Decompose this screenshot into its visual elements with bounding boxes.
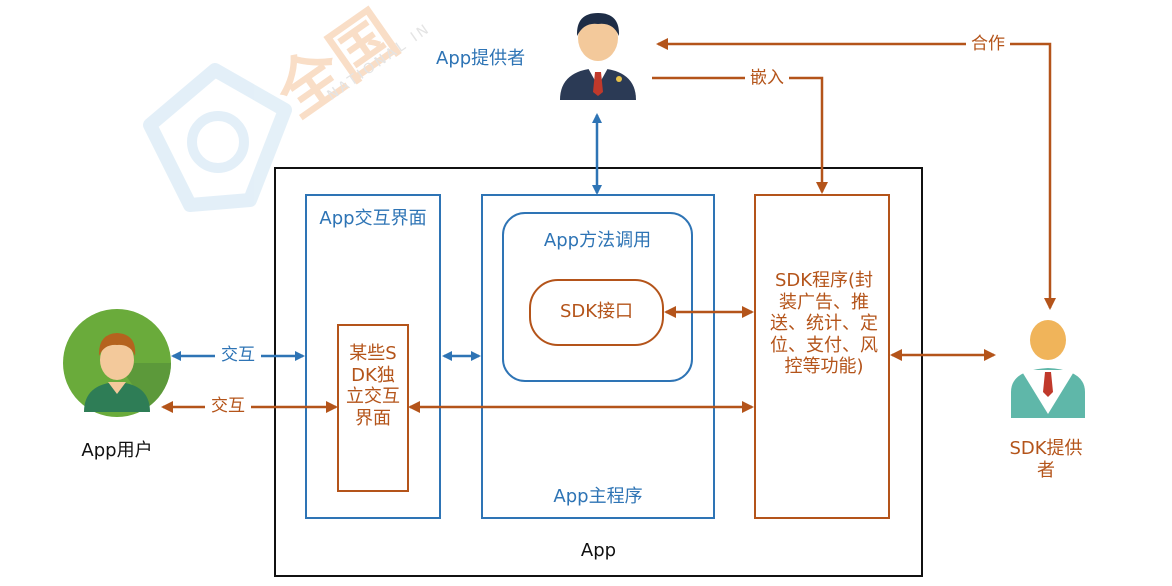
app-user-label: App用户: [81, 440, 153, 461]
main-program-title: App主程序: [553, 486, 643, 507]
app-interaction-ui-box: [305, 194, 441, 519]
app-main-program-box: [481, 194, 715, 519]
embed-label: 嵌入: [745, 68, 789, 89]
app-provider-label: App提供者: [436, 48, 526, 69]
app-provider-icon: [560, 13, 636, 100]
interaction-ui-title: App交互界面: [319, 208, 427, 229]
method-call-title: App方法调用: [543, 230, 652, 251]
app-outer-title: App: [580, 540, 617, 561]
sdk-provider-label: SDK提供者: [1009, 438, 1083, 481]
cooperate-label: 合作: [966, 34, 1010, 55]
app-user-icon: [63, 309, 171, 417]
embed-arrow: [652, 76, 828, 194]
watermark-shield-icon: [143, 63, 292, 212]
interact-brown-label: 交互: [205, 396, 251, 417]
sdk-program-title: SDK程序(封装广告、推送、统计、定位、支付、风控等功能): [770, 270, 878, 378]
interact-blue-label: 交互: [215, 345, 261, 366]
sdk-provider-icon: [1011, 320, 1085, 418]
sdk-ui-title: 某些SDK独立交互界面: [346, 343, 400, 429]
sdk-interface-box: [529, 279, 664, 346]
sdk-interface-title: SDK接口: [559, 301, 634, 322]
cooperate-arrow: [656, 38, 1056, 310]
